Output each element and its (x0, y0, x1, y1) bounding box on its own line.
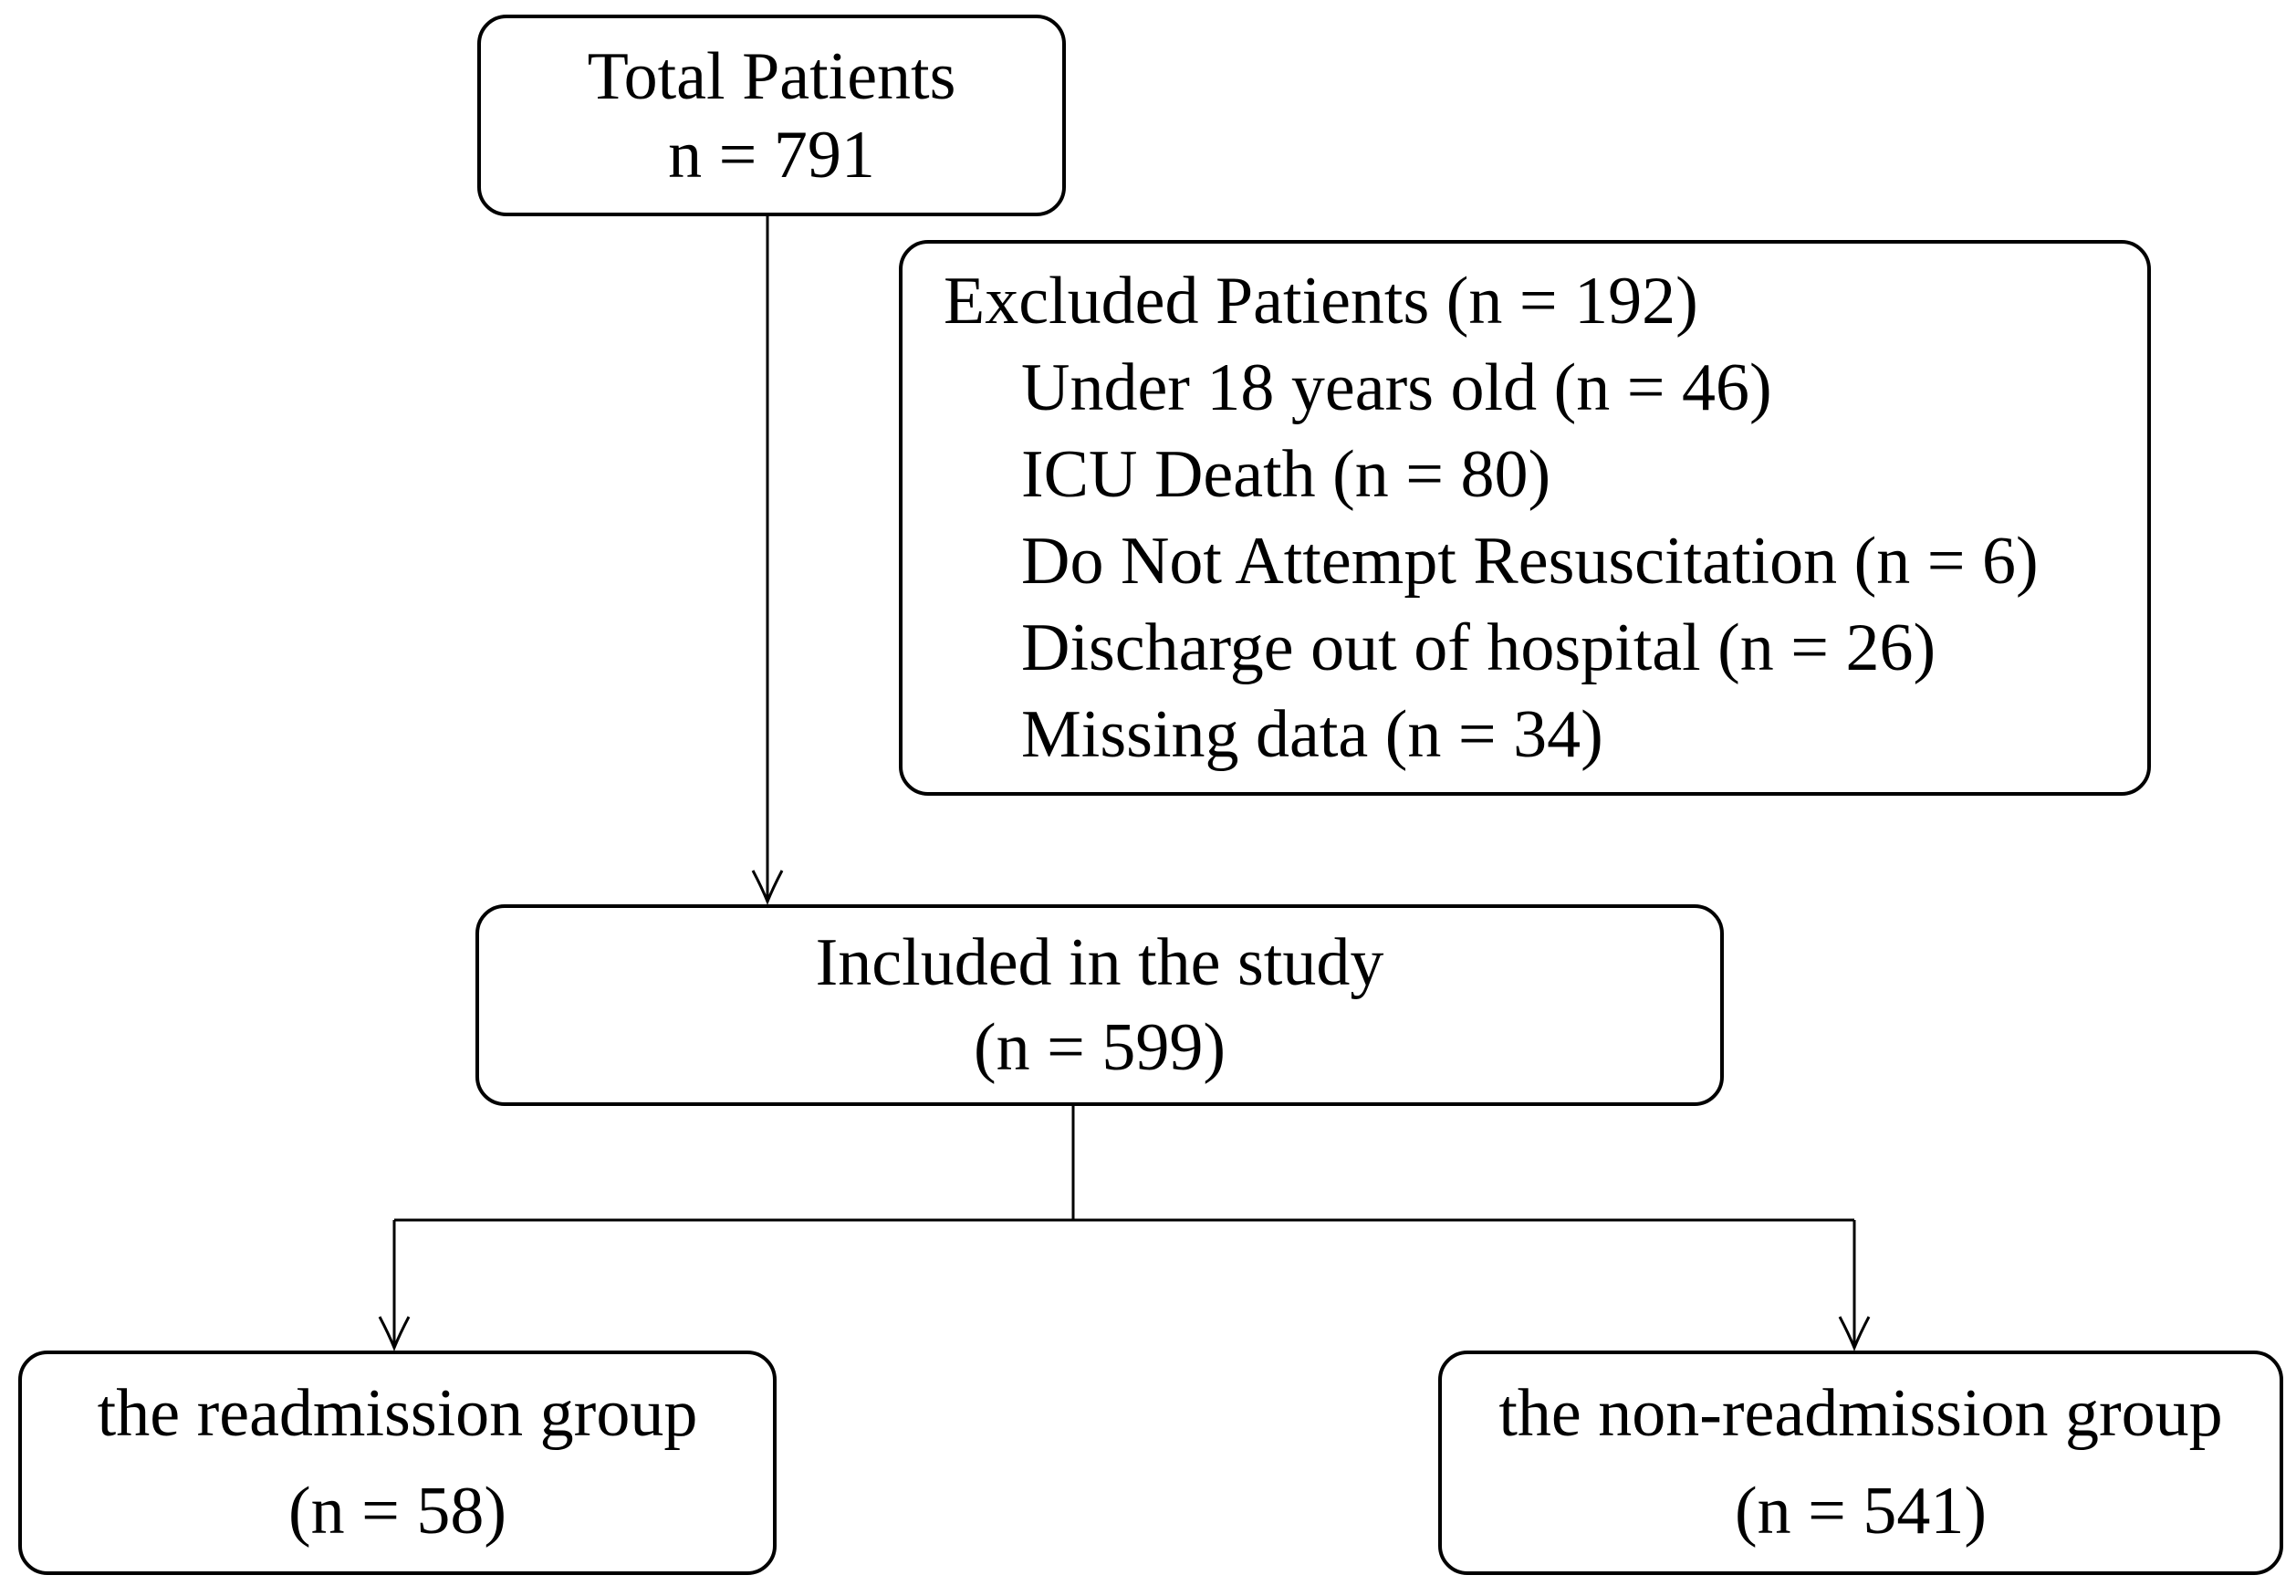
readmission-label: the readmission group (97, 1376, 698, 1451)
readmission-count: (n = 58) (287, 1474, 507, 1549)
excluded-item-icu-death: ICU Death (n = 80) (1021, 436, 1551, 512)
down-arrowhead-icon (751, 870, 784, 906)
down-arrowhead-icon (1838, 1316, 1871, 1352)
total-patients-label: Total Patients (587, 38, 956, 114)
included-label: Included in the study (815, 924, 1384, 1000)
excluded-item-missing-data: Missing data (n = 34) (1021, 696, 1603, 772)
excluded-item-discharge: Discharge out of hospital (n = 26) (1021, 610, 1936, 685)
total-patients-count: n = 791 (668, 117, 875, 193)
excluded-item-dnar: Do Not Attempt Resuscitation (n = 6) (1021, 523, 2039, 599)
total-patients-box: Total Patients n = 791 (477, 15, 1066, 216)
readmission-group-box: the readmission group (n = 58) (18, 1351, 777, 1575)
non-readmission-group-box: the non-readmission group (n = 541) (1438, 1351, 2283, 1575)
non-readmission-label: the non-readmission group (1498, 1376, 2223, 1451)
excluded-item-under-18: Under 18 years old (n = 46) (1021, 349, 1772, 425)
included-in-study-box: Included in the study (n = 599) (475, 904, 1724, 1106)
down-arrowhead-icon (378, 1316, 411, 1352)
included-count: (n = 599) (973, 1009, 1226, 1085)
excluded-patients-box: Excluded Patients (n = 192) Under 18 yea… (899, 240, 2151, 796)
non-readmission-count: (n = 541) (1734, 1474, 1988, 1549)
excluded-patients-title: Excluded Patients (n = 192) (944, 263, 1698, 339)
